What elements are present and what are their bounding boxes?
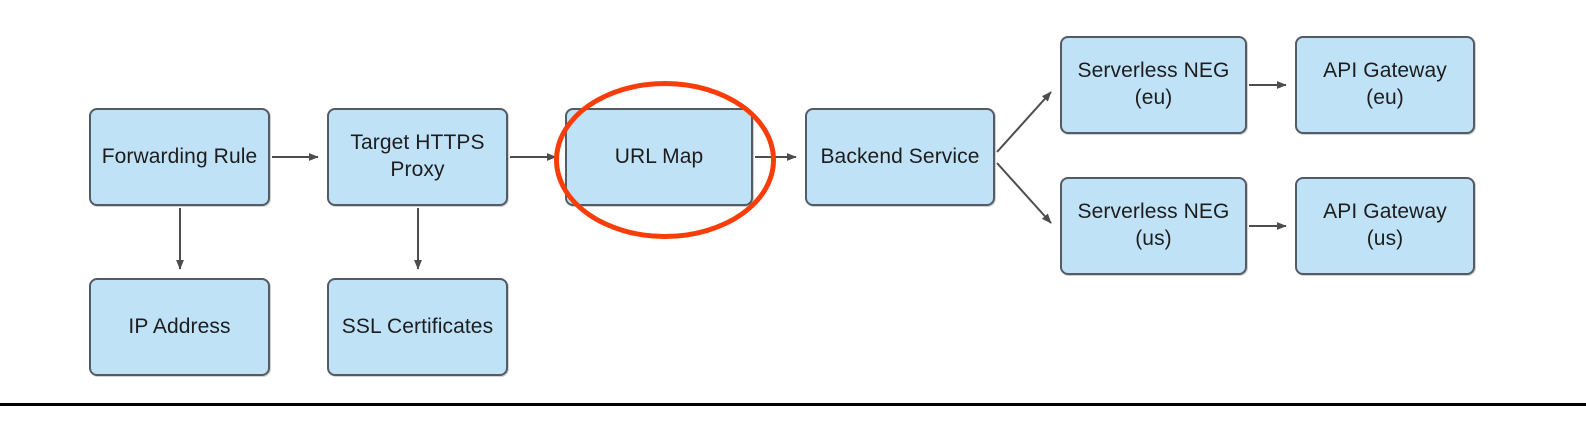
node-label: Forwarding Rule <box>101 144 258 168</box>
node-label: Backend Service <box>820 144 980 168</box>
node-label: Serverless NEG (eu) <box>1077 59 1230 109</box>
node-label: SSL Certificates <box>341 314 494 338</box>
node-url-map[interactable]: URL Map <box>565 108 753 206</box>
connector-backend-service-to-serverless-neg-us <box>996 162 1052 224</box>
node-label: API Gateway (us) <box>1323 200 1447 250</box>
bottom-divider <box>0 403 1586 406</box>
connector-backend-service-to-serverless-neg-eu <box>996 91 1052 153</box>
node-label: API Gateway (eu) <box>1323 59 1447 109</box>
node-backend-service[interactable]: Backend Service <box>805 108 995 206</box>
node-api-gateway-us[interactable]: API Gateway (us) <box>1295 177 1475 275</box>
node-target-https-proxy[interactable]: Target HTTPS Proxy <box>327 108 508 206</box>
node-serverless-neg-eu[interactable]: Serverless NEG (eu) <box>1060 36 1247 134</box>
node-ip-address[interactable]: IP Address <box>89 278 270 376</box>
node-label: Serverless NEG (us) <box>1077 200 1230 250</box>
node-label: URL Map <box>614 144 704 168</box>
node-label: Target HTTPS Proxy <box>350 131 485 181</box>
node-label: IP Address <box>128 314 231 338</box>
node-ssl-certificates[interactable]: SSL Certificates <box>327 278 508 376</box>
node-api-gateway-eu[interactable]: API Gateway (eu) <box>1295 36 1475 134</box>
node-serverless-neg-us[interactable]: Serverless NEG (us) <box>1060 177 1247 275</box>
node-forwarding-rule[interactable]: Forwarding Rule <box>89 108 270 206</box>
